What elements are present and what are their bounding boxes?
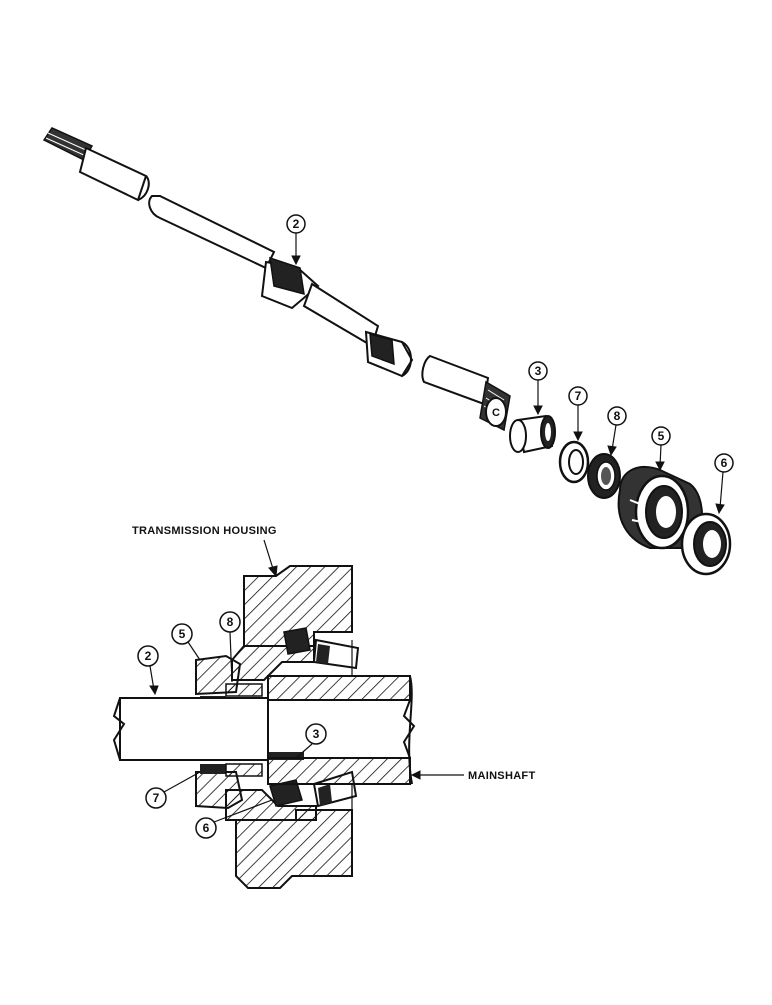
svg-text:5: 5	[179, 627, 186, 641]
section-callout-5: 5	[171, 623, 201, 661]
callout-7: 7	[568, 386, 588, 442]
sleeve-part	[509, 414, 556, 454]
svg-text:C: C	[492, 407, 500, 419]
section-callout-8: 8	[219, 611, 241, 683]
exploded-view: C	[42, 127, 734, 576]
needle-bearing-part	[587, 453, 621, 499]
shaft-splined-end-left	[42, 127, 150, 202]
svg-text:7: 7	[153, 791, 160, 805]
svg-text:MAINSHAFT: MAINSHAFT	[468, 770, 535, 782]
svg-text:TRANSMISSION HOUSING: TRANSMISSION HOUSING	[132, 525, 277, 537]
section-callout-2: 2	[137, 645, 159, 696]
svg-text:8: 8	[227, 615, 234, 629]
section-callout-3: 3	[295, 723, 327, 759]
svg-text:3: 3	[535, 364, 542, 378]
svg-text:2: 2	[293, 217, 300, 231]
svg-text:3: 3	[313, 727, 320, 741]
mainshaft-label: MAINSHAFT	[410, 770, 535, 782]
svg-text:6: 6	[203, 821, 210, 835]
svg-text:8: 8	[614, 409, 621, 423]
collar-part	[617, 465, 703, 550]
seal-part	[680, 512, 732, 576]
callout-6: 6	[714, 453, 734, 515]
svg-text:6: 6	[721, 456, 728, 470]
shaft-middle-section	[148, 195, 414, 378]
section-callout-6: 6	[195, 799, 273, 839]
shaft-splined-end-right: C	[421, 354, 511, 432]
washer-part	[558, 440, 590, 484]
callout-5: 5	[651, 426, 671, 472]
svg-text:7: 7	[575, 389, 582, 403]
section-callout-7: 7	[145, 771, 201, 809]
svg-text:5: 5	[658, 429, 665, 443]
svg-text:2: 2	[145, 649, 152, 663]
callout-3: 3	[528, 361, 548, 416]
callout-2: 2	[286, 214, 306, 266]
section-view	[112, 565, 416, 889]
callout-8: 8	[607, 406, 627, 457]
transmission-housing-label: TRANSMISSION HOUSING	[132, 525, 278, 578]
